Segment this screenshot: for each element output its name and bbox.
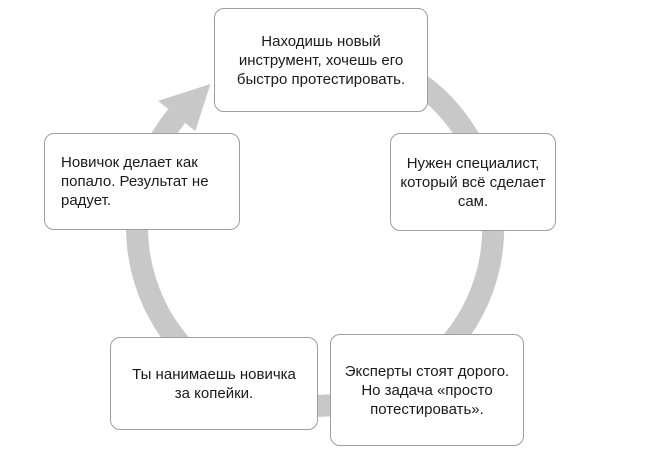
cycle-arrow-head-icon <box>158 84 211 132</box>
